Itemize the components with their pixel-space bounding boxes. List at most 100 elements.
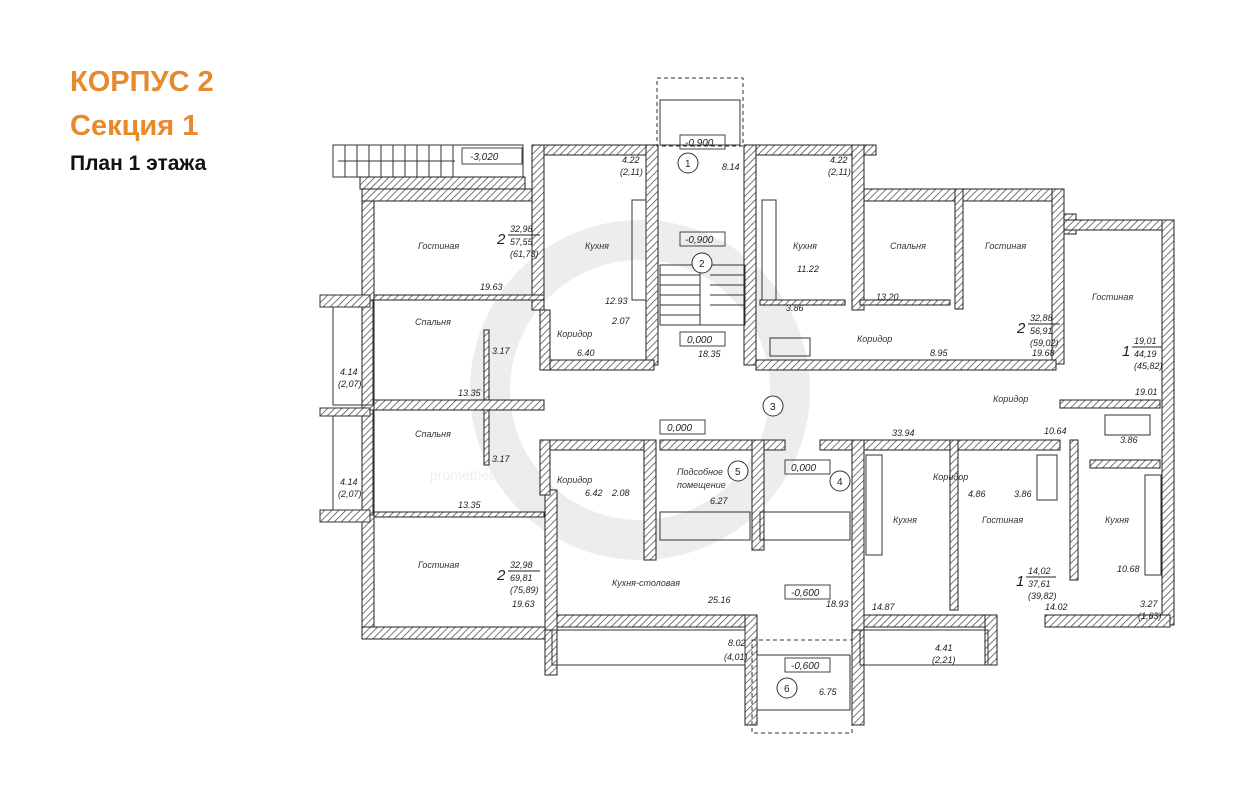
room-living-bottom-right: Гостиная	[982, 515, 1023, 525]
svg-text:2: 2	[1016, 320, 1026, 337]
svg-text:14.87: 14.87	[872, 602, 896, 612]
svg-text:13.35: 13.35	[458, 500, 482, 510]
svg-text:14.02: 14.02	[1045, 602, 1068, 612]
svg-text:19.01: 19.01	[1135, 387, 1158, 397]
svg-text:(2,11): (2,11)	[828, 167, 851, 177]
svg-text:(1,63): (1,63)	[1138, 611, 1162, 621]
circle-1: 1	[685, 159, 691, 170]
room-bedroom-top-right: Спальня	[890, 241, 926, 251]
level-entrance-outer: -0,600	[791, 661, 820, 672]
svg-text:10.68: 10.68	[1117, 564, 1140, 574]
room-bedroom-1: Спальня	[415, 317, 451, 327]
room-utility-2: помещение	[677, 480, 726, 490]
room-kitchen-top-right: Кухня	[793, 241, 817, 251]
svg-text:19,01: 19,01	[1134, 336, 1157, 346]
room-corridor-bottom-left: Коридор	[557, 475, 592, 485]
room-corridor-top-left: Коридор	[557, 329, 592, 339]
section-title: Секция 1	[70, 110, 199, 142]
level-entrance: -0,600	[791, 588, 820, 599]
inner-walls	[373, 188, 1161, 631]
apartment-label-top-right: 2 32,88 56,91 (59,02)	[1016, 313, 1060, 348]
svg-text:4.22: 4.22	[830, 155, 848, 165]
svg-text:18.93: 18.93	[826, 599, 849, 609]
apartment-label-right: 1 19,01 44,19 (45,82)	[1122, 336, 1163, 371]
svg-text:8.02: 8.02	[728, 638, 746, 648]
svg-text:2.07: 2.07	[611, 316, 631, 326]
top-vestibule	[656, 77, 744, 147]
svg-text:11.22: 11.22	[797, 264, 819, 274]
svg-text:3.86: 3.86	[1120, 435, 1138, 445]
svg-text:12.93: 12.93	[605, 296, 628, 306]
svg-text:(4,01): (4,01)	[724, 652, 748, 662]
area-values: 4.22 (2,11) 4.22 (2,11) 8.14 19.63 12.93…	[338, 155, 1162, 697]
svg-text:19.68: 19.68	[1032, 348, 1055, 358]
svg-text:10.64: 10.64	[1044, 426, 1067, 436]
level-hall: 0,000	[667, 423, 692, 434]
room-kitchen-right: Кухня	[1105, 515, 1129, 525]
svg-text:4.14: 4.14	[340, 367, 358, 377]
svg-text:44,19: 44,19	[1134, 349, 1157, 359]
svg-text:(45,82): (45,82)	[1134, 361, 1163, 371]
building-title: КОРПУС 2	[70, 66, 214, 98]
left-balconies	[319, 294, 374, 523]
apartment-label-bottom-right: 1 14,02 37,61 (39,82)	[1016, 566, 1057, 601]
svg-text:1: 1	[1016, 573, 1024, 590]
svg-text:8.14: 8.14	[722, 162, 740, 172]
room-living-bottom-left: Гостиная	[418, 560, 459, 570]
bottom-balconies	[551, 629, 989, 666]
room-corridor-right: Коридор	[993, 394, 1028, 404]
svg-text:(2,07): (2,07)	[338, 379, 362, 389]
svg-text:3.86: 3.86	[786, 303, 804, 313]
apartment-label-bottom-left: 2 32,98 69,81 (75,89)	[496, 560, 540, 595]
room-corridor-bottom-right: Коридор	[933, 472, 968, 482]
svg-text:3.17: 3.17	[492, 346, 511, 356]
svg-text:32,98: 32,98	[510, 224, 533, 234]
svg-text:(59,02): (59,02)	[1030, 338, 1059, 348]
svg-text:(2,21): (2,21)	[932, 655, 956, 665]
svg-text:2.08: 2.08	[611, 488, 630, 498]
svg-text:6.27: 6.27	[710, 496, 729, 506]
level-lobby: 0,000	[687, 335, 712, 346]
room-bedroom-2: Спальня	[415, 429, 451, 439]
watermark-text: prometheus.com	[430, 467, 534, 483]
svg-text:(61,73): (61,73)	[510, 249, 539, 259]
level-corridor: 0,000	[791, 463, 816, 474]
svg-text:32,88: 32,88	[1030, 313, 1053, 323]
circle-4: 4	[837, 477, 843, 488]
svg-text:19.63: 19.63	[512, 599, 535, 609]
room-number-circles	[677, 152, 851, 699]
outer-walls	[361, 144, 1175, 726]
svg-text:14,02: 14,02	[1028, 566, 1051, 576]
svg-text:(2,07): (2,07)	[338, 489, 362, 499]
svg-text:13.20: 13.20	[876, 292, 899, 302]
kitchen-fixtures	[631, 199, 1162, 576]
svg-text:6.40: 6.40	[577, 348, 595, 358]
svg-text:33.94: 33.94	[892, 428, 915, 438]
svg-text:(2,11): (2,11)	[620, 167, 643, 177]
svg-text:37,61: 37,61	[1028, 579, 1051, 589]
level-stair-landing: -0,900	[685, 235, 714, 246]
apartment-label-top-left: 2 32,98 57,55 (61,73)	[496, 224, 540, 259]
staircase	[659, 264, 746, 326]
level-vestibule: -0,900	[685, 138, 714, 149]
room-living-top-left: Гостиная	[418, 241, 459, 251]
svg-text:3.17: 3.17	[492, 454, 511, 464]
svg-text:4.14: 4.14	[340, 477, 358, 487]
watermark: prometheus.com	[430, 220, 810, 560]
room-kitchen-top-left: Кухня	[585, 241, 609, 251]
svg-text:13.35: 13.35	[458, 388, 482, 398]
svg-text:2: 2	[496, 231, 506, 248]
floor-title: План 1 этажа	[70, 152, 207, 175]
svg-text:69,81: 69,81	[510, 573, 533, 583]
circle-6: 6	[784, 684, 790, 695]
stair-parapet	[359, 176, 526, 190]
room-kitchen-dining: Кухня-столовая	[612, 578, 680, 588]
svg-text:6.42: 6.42	[585, 488, 603, 498]
svg-text:3.27: 3.27	[1140, 599, 1159, 609]
svg-text:(75,89): (75,89)	[510, 585, 539, 595]
svg-text:19.63: 19.63	[480, 282, 503, 292]
room-utility-1: Подсобное	[677, 467, 723, 477]
svg-text:2: 2	[496, 567, 506, 584]
svg-text:4.41: 4.41	[935, 643, 953, 653]
